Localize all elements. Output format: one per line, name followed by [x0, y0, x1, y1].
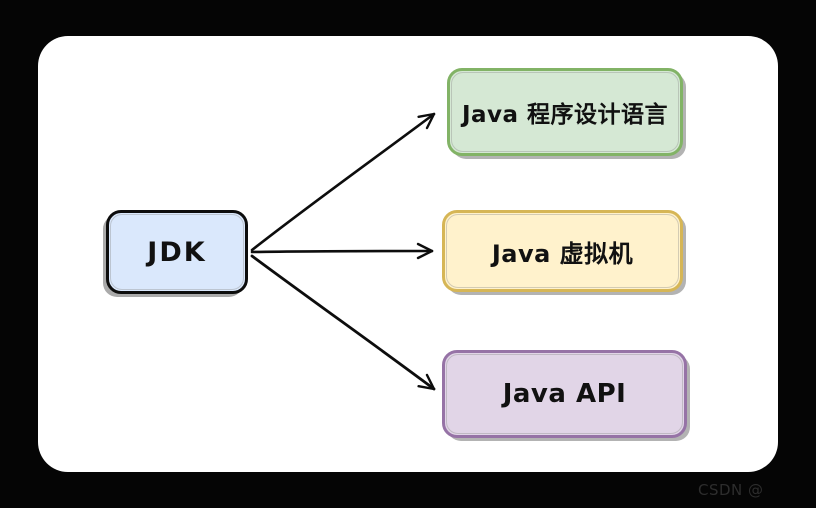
node-java-api: Java API [442, 350, 687, 438]
node-jdk: JDK [106, 210, 248, 294]
node-java-api-label: Java API [502, 379, 627, 409]
node-jdk-label: JDK [147, 236, 207, 268]
node-java-language-label: Java 程序设计语言 [461, 102, 669, 128]
node-java-language: Java 程序设计语言 [447, 68, 683, 156]
node-java-vm: Java 虚拟机 [442, 210, 683, 292]
csdn-watermark: CSDN @ [698, 481, 764, 499]
node-java-vm-label: Java 虚拟机 [491, 239, 634, 268]
